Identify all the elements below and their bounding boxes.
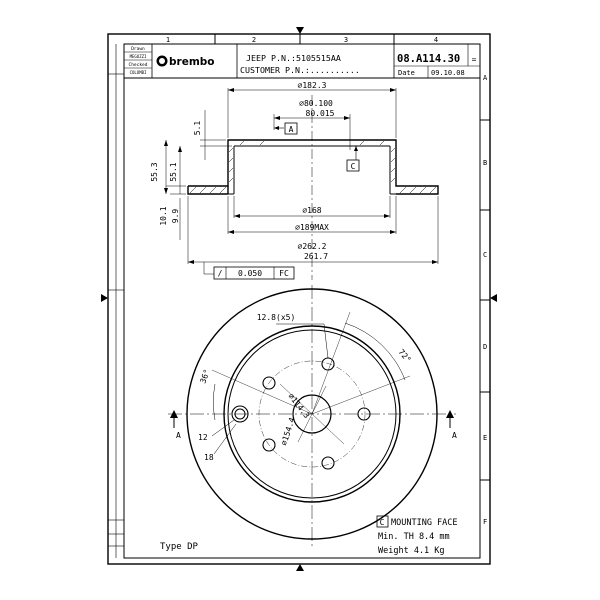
- dim-height-55-3: 55.3: [150, 162, 159, 181]
- hat-edge: [227, 329, 397, 499]
- tolerance-reference: FC: [279, 269, 289, 278]
- dim-diameter-182: ∅182.3: [298, 81, 327, 90]
- column-label: 3: [344, 36, 348, 44]
- min-thickness: Min. TH 8.4 mm: [378, 532, 450, 542]
- row-label: D: [483, 343, 487, 351]
- front-view: 12.8(x5) 72° 36° ∅114.3 ∅154.4 12 18 A A: [168, 285, 457, 548]
- section-label-right: A: [452, 431, 457, 440]
- row-label: A: [483, 74, 488, 82]
- disc-outer-edge: [186, 288, 438, 540]
- drawing-number: 08.A114.30: [397, 53, 460, 65]
- title-block: Drawn MEGOZZI Checked COLOMBI brembo JEE…: [124, 44, 480, 79]
- bolt-hole: [321, 456, 335, 470]
- bolt-hole: [357, 407, 371, 421]
- datum-c-label: C: [351, 162, 356, 171]
- row-label: E: [483, 434, 487, 442]
- callout-12: 12: [198, 433, 208, 442]
- type-label: Type DP: [160, 542, 199, 552]
- angle-36: 36°: [198, 368, 211, 385]
- bolt-hole: [262, 376, 276, 390]
- column-label: 4: [434, 36, 438, 44]
- section-view: ∅182.3 ∅80.100 80.015 A C 5.1 55.3 55.1: [150, 81, 439, 280]
- runout-symbol: /: [218, 269, 223, 278]
- revision-mark: =: [472, 55, 477, 64]
- dim-diameter-168: ∅168: [302, 206, 321, 215]
- section-hatching: [189, 140, 437, 194]
- drawn-label: Drawn: [131, 46, 145, 52]
- brembo-logo-text: brembo: [169, 56, 215, 68]
- dim-height-9-9: 9.9: [171, 209, 180, 224]
- tolerance-value: 0.050: [238, 269, 262, 278]
- datum-a-box: [284, 122, 298, 135]
- dim-height-10-1: 10.1: [159, 206, 168, 225]
- row-label: C: [483, 251, 487, 259]
- hub-bore: [292, 394, 332, 434]
- section-arrow-left-icon: [170, 410, 178, 418]
- weight: Weight 4.1 Kg: [378, 546, 445, 556]
- dim-height-55-1: 55.1: [169, 162, 178, 181]
- hole-callout: 12.8(x5): [257, 313, 296, 322]
- column-zone-markers: 1 2 3 4: [166, 34, 438, 44]
- row-label: B: [483, 159, 487, 167]
- dim-diameter-189: ∅189MAX: [295, 223, 329, 232]
- mounting-face-label: MOUNTING FACE: [391, 518, 458, 528]
- disc-profile: [187, 139, 439, 195]
- braking-band-inner: [223, 325, 401, 503]
- wheel-locator-hole: [231, 405, 249, 423]
- datum-a-label: A: [289, 125, 294, 134]
- centering-marks: [101, 27, 497, 571]
- date-label: Date: [398, 69, 415, 77]
- part-number: JEEP P.N.:5105515AA: [246, 53, 341, 63]
- column-label: 1: [166, 36, 170, 44]
- dim-diameter-154: ∅154.4: [279, 416, 297, 446]
- customer-part-number: CUSTOMER P.N.:..........: [240, 65, 360, 75]
- dim-diameter-80-lower: 80.015: [306, 109, 335, 118]
- pcd-circle: [258, 360, 366, 468]
- section-label-left: A: [176, 431, 181, 440]
- inner-frame: [123, 43, 481, 559]
- dim-height-5-1: 5.1: [193, 121, 202, 136]
- section-arrow-right-icon: [446, 410, 454, 418]
- checked-label: Checked: [129, 62, 148, 68]
- dim-diameter-80-upper: ∅80.100: [299, 99, 333, 108]
- date-value: 09.10.08: [431, 69, 465, 77]
- tolerance-frame: [213, 266, 295, 280]
- outer-frame: [107, 33, 491, 565]
- row-zone-markers: A B C D E F: [480, 74, 490, 526]
- column-label: 2: [252, 36, 256, 44]
- callout-18: 18: [204, 453, 214, 462]
- dim-diameter-262-upper: ∅262.2: [298, 242, 327, 251]
- bolt-holes: [262, 357, 371, 470]
- checked-value: COLOMBI: [130, 70, 147, 75]
- row-label: F: [483, 518, 487, 526]
- drawn-value: MEGOZZI: [130, 54, 147, 59]
- dim-diameter-262-lower: 261.7: [304, 252, 328, 261]
- notes: Type DP C MOUNTING FACE Min. TH 8.4 mm W…: [160, 515, 458, 556]
- mounting-face-c-box: [376, 515, 389, 528]
- datum-c-box: [346, 159, 360, 172]
- bolt-hole: [262, 438, 276, 452]
- angle-72: 72°: [396, 348, 412, 365]
- revision-strip: [108, 44, 124, 558]
- mounting-face-c: C: [380, 518, 385, 527]
